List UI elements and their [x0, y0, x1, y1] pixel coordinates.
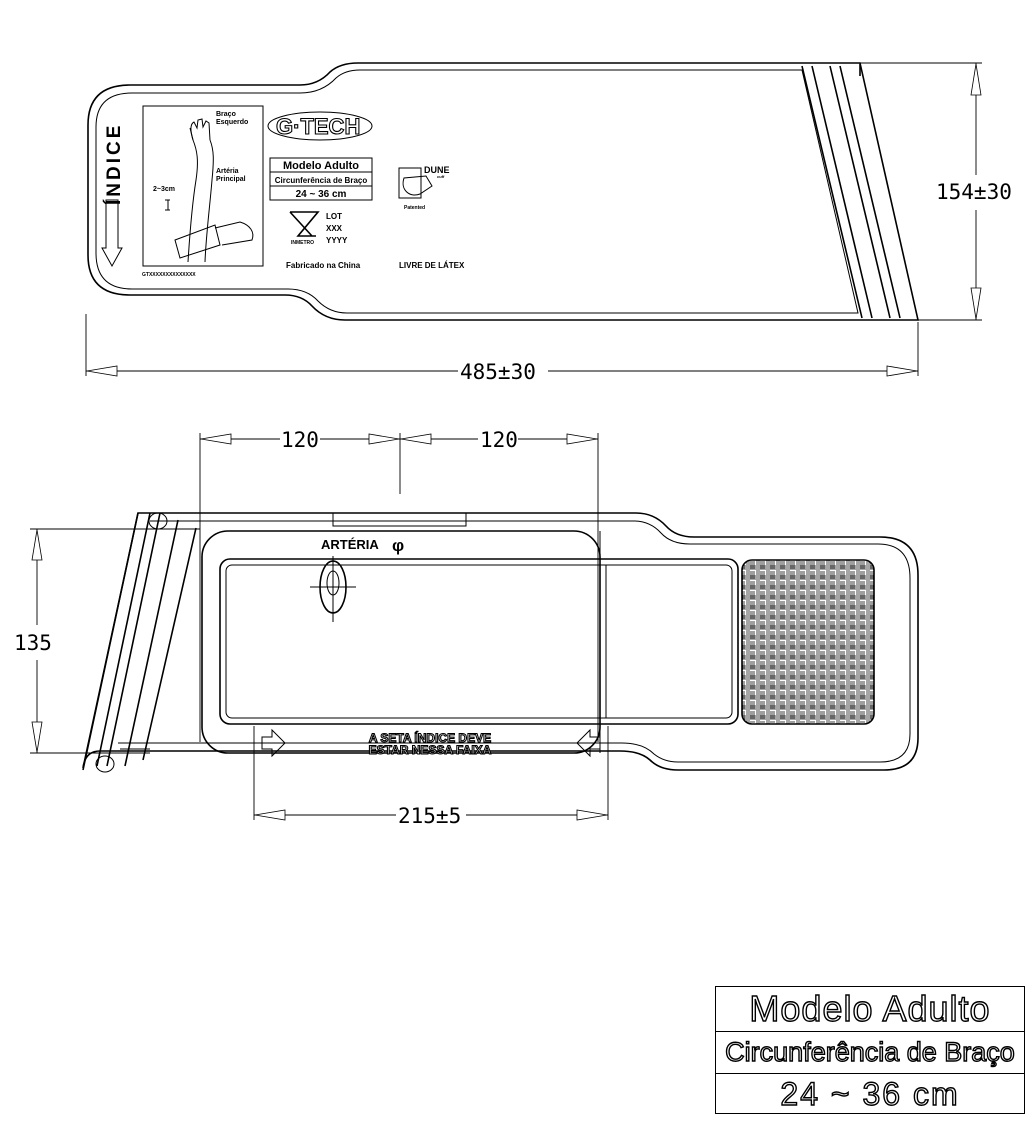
top-cuff-view: ÍNDICE GTXXXXXXXXXXXXXX Braço Esquerdo A… [87, 62, 920, 321]
arm-label-1: Braço [216, 111, 236, 118]
bottom-cuff-view: ARTÉRIA φ A SETA ÍNDICE DEVE ESTAR NESSA… [82, 512, 919, 773]
index-arrow-left-icon [576, 728, 601, 758]
lot-value: XXX [326, 224, 343, 233]
artery-label-1: Artéria [216, 168, 239, 175]
indice-label: ÍNDICE [103, 123, 125, 205]
height-bottom-label: 135 [14, 631, 52, 655]
spec-subtitle: Circunferência de Braço [716, 1032, 1024, 1074]
dim-height-top: 154±30 [860, 62, 1012, 321]
index-note-2: ESTAR NESSA FAIXA [369, 743, 492, 757]
svg-text:Modelo Adulto: Modelo Adulto [283, 160, 359, 172]
artery-label-2: Principal [216, 176, 246, 183]
brand-logo: G·TECH [276, 114, 360, 139]
spec-range: 24 ~ 36 cm [780, 1075, 960, 1112]
inmetro-icon [289, 211, 320, 237]
hook-pad [741, 559, 875, 725]
index-arrow-right-icon [261, 728, 286, 758]
dim-halves: 120 120 [199, 428, 599, 742]
patented-cuff-icon: DUNE cuff Patented [398, 165, 450, 211]
spec-box: Modelo Adulto Circunferência de Braço 24… [715, 986, 1025, 1114]
svg-text:Patented: Patented [404, 205, 425, 211]
arm-illustration [165, 118, 254, 263]
top-model-box: Modelo Adulto Circunferência de Braço 24… [269, 157, 373, 201]
lot-date: YYYY [326, 236, 348, 245]
dim-height-bottom: 135 [14, 528, 200, 754]
index-note-1: A SETA ÍNDICE DEVE [369, 730, 491, 745]
half-left-label: 120 [281, 428, 319, 452]
half-right-label: 120 [480, 428, 518, 452]
lot-label: LOT [326, 212, 342, 221]
svg-text:DUNE: DUNE [424, 165, 450, 175]
range-band-label: 215±5 [398, 804, 461, 828]
svg-text:cuff: cuff [437, 174, 445, 179]
made-in-label: Fabricado na China [286, 261, 361, 270]
range-label: 2~3cm [153, 186, 175, 193]
arm-label-2: Esquerdo [216, 119, 248, 126]
total-length-label: 485±30 [460, 360, 536, 384]
spec-title: Modelo Adulto [716, 987, 1024, 1032]
index-arrow-icon [101, 199, 123, 268]
dim-range-band: 215±5 [253, 726, 609, 828]
dim-total-length: 485±30 [85, 314, 919, 384]
svg-text:Circunferência de Braço: Circunferência de Braço [275, 176, 368, 185]
artery-symbol: φ [392, 536, 404, 555]
artery-label: ARTÉRIA [321, 537, 379, 552]
artery-marker-icon [310, 556, 356, 622]
height-top-label: 154±30 [936, 180, 1012, 204]
svg-text:24 ~ 36 cm: 24 ~ 36 cm [296, 189, 347, 200]
code-label: GTXXXXXXXXXXXXXX [142, 272, 196, 278]
inmetro-label: INMETRO [291, 240, 314, 246]
latex-free-label: LIVRE DE LÁTEX [399, 261, 465, 270]
